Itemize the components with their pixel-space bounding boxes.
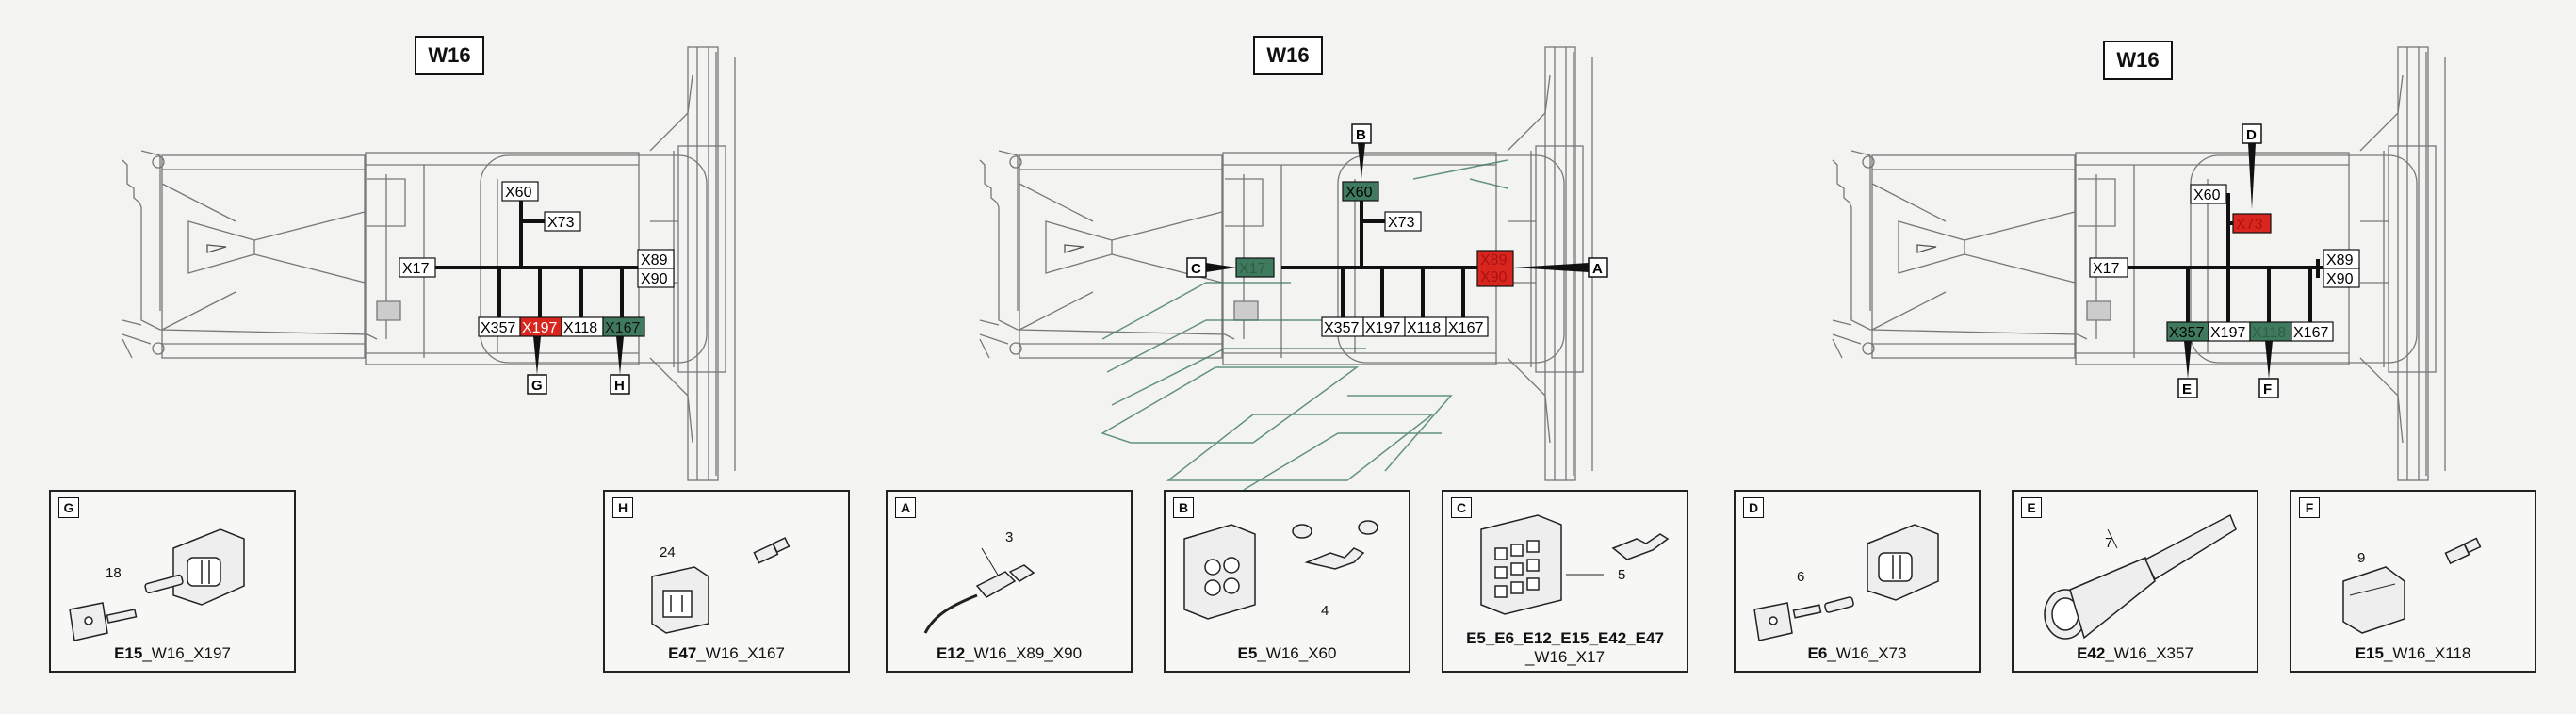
- caption-code: E5_E6_E12_E15_E42_E47: [1466, 629, 1664, 647]
- detail-panel-h: H 24 E47_W16_X167: [603, 490, 850, 673]
- detail-tag: B: [1173, 497, 1194, 518]
- svg-text:X60: X60: [1345, 185, 1373, 201]
- detail-tag: F: [2299, 497, 2320, 518]
- connector-drawing: [2342, 537, 2482, 634]
- part-number: 6: [1797, 569, 1805, 585]
- svg-text:X73: X73: [1388, 215, 1415, 231]
- detail-caption: E5_E6_E12_E15_E42_E47: [1443, 629, 1687, 648]
- svg-text:X197: X197: [2210, 325, 2245, 341]
- caption-suffix: _W16_X118: [2383, 644, 2471, 662]
- svg-text:H: H: [614, 378, 625, 394]
- detail-panel-g: G 18 E15_W16_X197: [49, 490, 296, 673]
- part-number: 4: [1321, 603, 1329, 619]
- caption-suffix: _W16_X89_X90: [965, 644, 1083, 662]
- caption-code: E5: [1237, 644, 1258, 662]
- detail-caption: E6_W16_X73: [1736, 644, 1979, 663]
- caption-suffix: _W16_X357: [2105, 644, 2193, 662]
- svg-text:X89: X89: [1480, 252, 1508, 268]
- diagram-1-title: W16: [415, 36, 484, 75]
- part-number: 3: [1005, 529, 1014, 545]
- svg-text:X357: X357: [2169, 325, 2204, 341]
- caption-suffix: _W16_X167: [696, 644, 785, 662]
- svg-text:X167: X167: [1448, 320, 1483, 336]
- caption-code: E12: [936, 644, 966, 662]
- detail-caption-line-2: _W16_X17: [1524, 648, 1606, 666]
- detail-caption: E5_W16_X60: [1166, 644, 1409, 663]
- svg-text:X357: X357: [1324, 320, 1359, 336]
- svg-text:X17: X17: [2093, 261, 2120, 277]
- detail-panel-a: A 3 E12_W16_X89_X90: [886, 490, 1133, 673]
- svg-text:X89: X89: [2326, 252, 2354, 268]
- part-number: 18: [106, 565, 122, 581]
- connector-drawing: [69, 528, 245, 641]
- svg-text:X197: X197: [522, 320, 557, 336]
- connector-drawing: [651, 537, 791, 634]
- svg-text:X90: X90: [1480, 269, 1508, 285]
- svg-text:E: E: [2182, 381, 2192, 398]
- detail-caption: E47_W16_X167: [605, 644, 848, 663]
- caption-suffix: _W16_X60: [1257, 644, 1337, 662]
- connector-drawing: [1183, 520, 1378, 620]
- detail-caption: E15_W16_X118: [2291, 644, 2535, 663]
- svg-text:X89: X89: [641, 252, 668, 268]
- detail-tag: D: [1743, 497, 1764, 518]
- caption-code: E42: [2077, 644, 2106, 662]
- connector-drawing: [1753, 524, 1939, 641]
- caption-code: E15: [2355, 644, 2384, 662]
- detail-tag: C: [1451, 497, 1472, 518]
- detail-panel-c: C 5 E5_E6_E12_E15_E42_E47 _W16_X17: [1442, 490, 1688, 673]
- detail-panel-f: F 9 E15_W16_X118: [2290, 490, 2536, 673]
- svg-text:X90: X90: [2326, 271, 2354, 287]
- diagram-2-title: W16: [1253, 36, 1323, 75]
- svg-text:X17: X17: [1239, 261, 1266, 277]
- caption-suffix: _W16_X73: [1827, 644, 1907, 662]
- part-number: 24: [660, 544, 676, 560]
- detail-panel-d: D 6 E6_W16_X73: [1734, 490, 1981, 673]
- svg-text:X167: X167: [2293, 325, 2328, 341]
- part-number: 5: [1618, 567, 1626, 583]
- diagram-1: X60 X73 X17 X89 X90 X357 X197 X118 X167 …: [122, 46, 736, 481]
- caption-code: E47: [668, 644, 697, 662]
- detail-tag: H: [612, 497, 633, 518]
- connector-drawing: [1480, 514, 1670, 615]
- svg-text:X60: X60: [505, 185, 532, 201]
- svg-text:X17: X17: [402, 261, 430, 277]
- svg-text:X197: X197: [1365, 320, 1400, 336]
- svg-text:B: B: [1356, 127, 1366, 143]
- svg-text:X118: X118: [1407, 320, 1441, 336]
- svg-text:G: G: [531, 378, 543, 394]
- diagram-3: X60 X73 X17 X89 X90 X357 X197 X118 X167 …: [1832, 46, 2446, 481]
- svg-text:X118: X118: [2252, 325, 2286, 341]
- caption-code: E15: [114, 644, 143, 662]
- connector-drawing: [2044, 513, 2237, 640]
- wiring-diagrams: X60 X73 X17 X89 X90 X357 X197 X118 X167 …: [122, 46, 2446, 490]
- connector-drawing: [923, 547, 1035, 634]
- svg-text:X73: X73: [2236, 217, 2263, 233]
- detail-tag: G: [58, 497, 79, 518]
- svg-text:X60: X60: [2193, 187, 2221, 203]
- detail-tag: E: [2021, 497, 2042, 518]
- svg-text:A: A: [1592, 261, 1603, 277]
- svg-text:D: D: [2246, 127, 2257, 143]
- diagram-3-title: W16: [2103, 41, 2173, 80]
- detail-panel-e: E 7 E42_W16_X357: [2012, 490, 2258, 673]
- detail-tag: A: [895, 497, 916, 518]
- detail-caption: E12_W16_X89_X90: [888, 644, 1131, 663]
- detail-caption: E15_W16_X197: [51, 644, 294, 663]
- svg-text:X357: X357: [481, 320, 515, 336]
- caption-code: E6: [1807, 644, 1828, 662]
- svg-text:F: F: [2263, 381, 2272, 398]
- svg-text:X167: X167: [605, 320, 640, 336]
- svg-text:X73: X73: [547, 215, 575, 231]
- svg-text:X90: X90: [641, 271, 668, 287]
- part-number: 7: [2105, 535, 2113, 551]
- svg-text:C: C: [1191, 261, 1201, 277]
- detail-panel-b: B 4 E5_W16_X60: [1164, 490, 1410, 673]
- detail-caption: E42_W16_X357: [2014, 644, 2257, 663]
- caption-suffix: _W16_X197: [142, 644, 231, 662]
- part-number: 9: [2357, 550, 2366, 566]
- svg-text:X118: X118: [563, 320, 597, 336]
